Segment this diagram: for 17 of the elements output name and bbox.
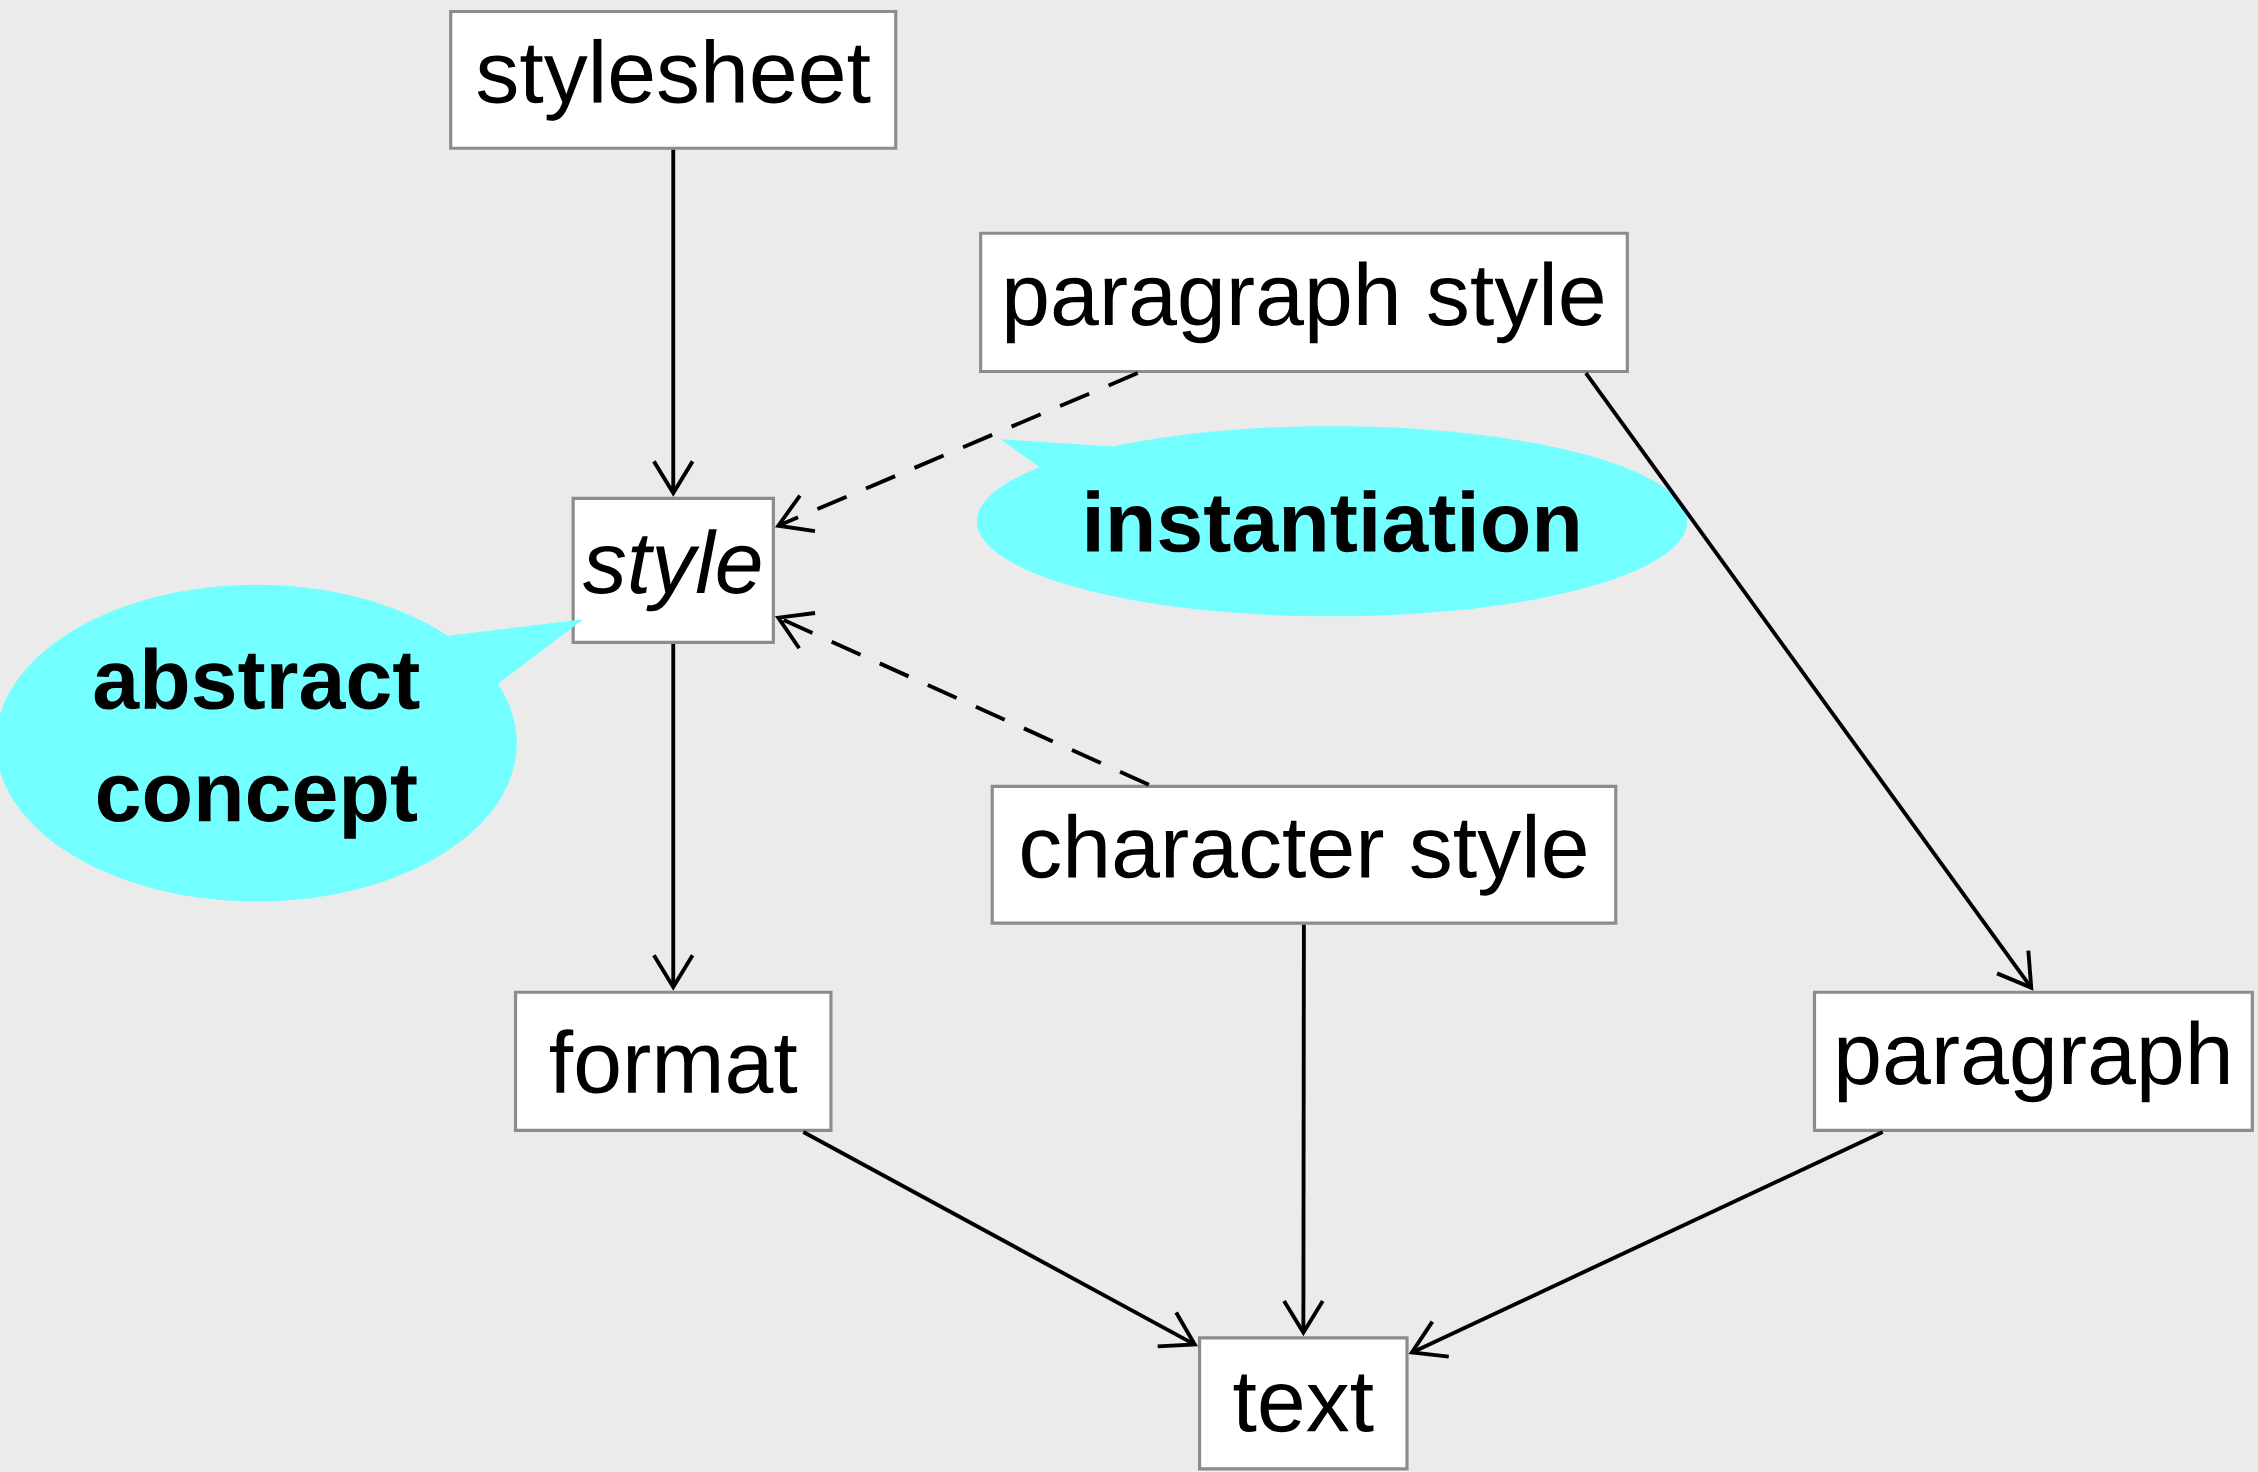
label-box: stylesheet [449,10,898,150]
label-box: format [513,990,833,1133]
arrow [1282,924,1325,1337]
label-box: text [1198,1336,1409,1471]
label-box: character style [990,784,1618,925]
arrow [652,644,695,991]
arrow [1408,1130,1884,1359]
speech-bubble: instantiation [976,426,1688,617]
arrow [774,371,1139,534]
label-box: style [571,496,775,644]
arrow [802,1130,1198,1349]
arrow [652,150,695,497]
label-box: paragraph [1812,990,2254,1133]
speech-bubble: abstract concept [0,584,584,902]
arrow [1584,372,2034,991]
arrow [774,611,1150,787]
label-box: paragraph style [979,231,1629,374]
